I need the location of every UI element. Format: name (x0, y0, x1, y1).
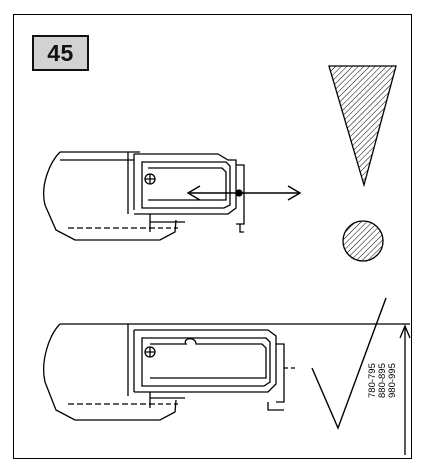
drawer-bottom-view (43, 323, 410, 421)
adjustment-arrow (186, 185, 302, 201)
hatched-circle-icon (342, 220, 384, 262)
drawer-top-view (43, 151, 245, 241)
dimension-label-3: 980-995 (387, 363, 398, 398)
illustration-frame (13, 14, 412, 459)
step-number-badge: 45 (32, 35, 89, 71)
check-mark-icon (311, 297, 387, 430)
height-dimension (399, 324, 411, 455)
warning-triangle-icon (328, 65, 397, 188)
